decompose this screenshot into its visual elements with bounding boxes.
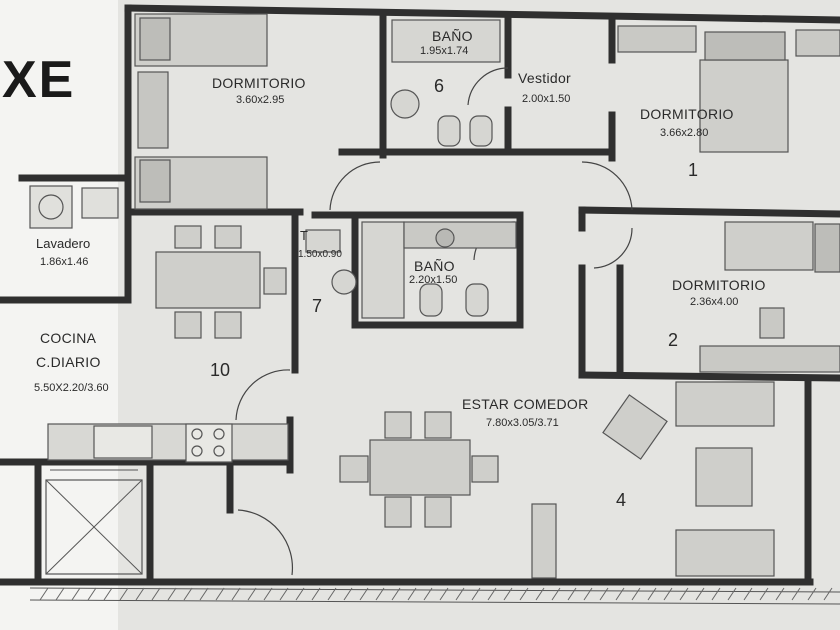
bed-1 (699, 59, 789, 153)
bathtub-6 (391, 19, 501, 63)
room-name-toilette: T (300, 228, 308, 243)
room-dims-toilette: 1.50x0.90 (298, 249, 342, 260)
sofa-top (675, 381, 775, 427)
room-dims-dormitorio-2: 2.36x4.00 (690, 296, 739, 308)
room-number-dormitorio-2: 2 (668, 330, 679, 350)
room-number-bano-1: 6 (434, 76, 445, 96)
room-name-dormitorio-a: DORMITORIO (212, 75, 306, 91)
room-dims-bano-1: 1.95x1.74 (420, 45, 469, 57)
room-dims-estar: 7.80x3.05/3.71 (486, 417, 559, 429)
bathtub-2 (361, 221, 405, 319)
room-dims-lavadero: 1.86x1.46 (40, 256, 89, 268)
room-name-dormitorio-2: DORMITORIO (672, 277, 766, 293)
walls (0, 4, 840, 586)
room-name-cocina-line2: C.DIARIO (36, 354, 101, 370)
furniture (29, 13, 840, 579)
kitchen-counter (47, 423, 289, 461)
title-fragment: XE (2, 51, 76, 109)
dining-table-estar (369, 439, 471, 496)
room-name-dormitorio-1: DORMITORIO (640, 106, 734, 122)
room-number-dormitorio-1: 1 (688, 160, 699, 180)
room-dims-dormitorio-a: 3.60x2.95 (236, 94, 285, 106)
room-name-cocina-line1: COCINA (40, 330, 97, 346)
bed-2 (724, 221, 814, 271)
room-name-bano-1: BAÑO (432, 28, 473, 44)
room-dims-dormitorio-1: 3.66x2.80 (660, 127, 709, 139)
room-dims-bano-2: 2.20x1.50 (409, 274, 458, 286)
room-dims-vestidor: 2.00x1.50 (522, 93, 571, 105)
room-number-cocina: 10 (210, 360, 231, 380)
room-name-bano-2: BAÑO (414, 258, 455, 274)
room-name-estar: ESTAR COMEDOR (462, 396, 589, 412)
room-number-toilette: 7 (312, 296, 323, 316)
room-number-estar: 4 (616, 490, 627, 510)
room-name-lavadero: Lavadero (36, 236, 91, 251)
balcony-hatch (29, 587, 840, 605)
dining-table-kitchen (155, 251, 261, 309)
room-name-vestidor: Vestidor (518, 70, 571, 86)
balcony-hatch-lines (39, 587, 833, 601)
room-dims-cocina: 5.50X2.20/3.60 (34, 382, 109, 394)
coffee-table (695, 447, 753, 507)
sofa-bottom (675, 529, 775, 577)
